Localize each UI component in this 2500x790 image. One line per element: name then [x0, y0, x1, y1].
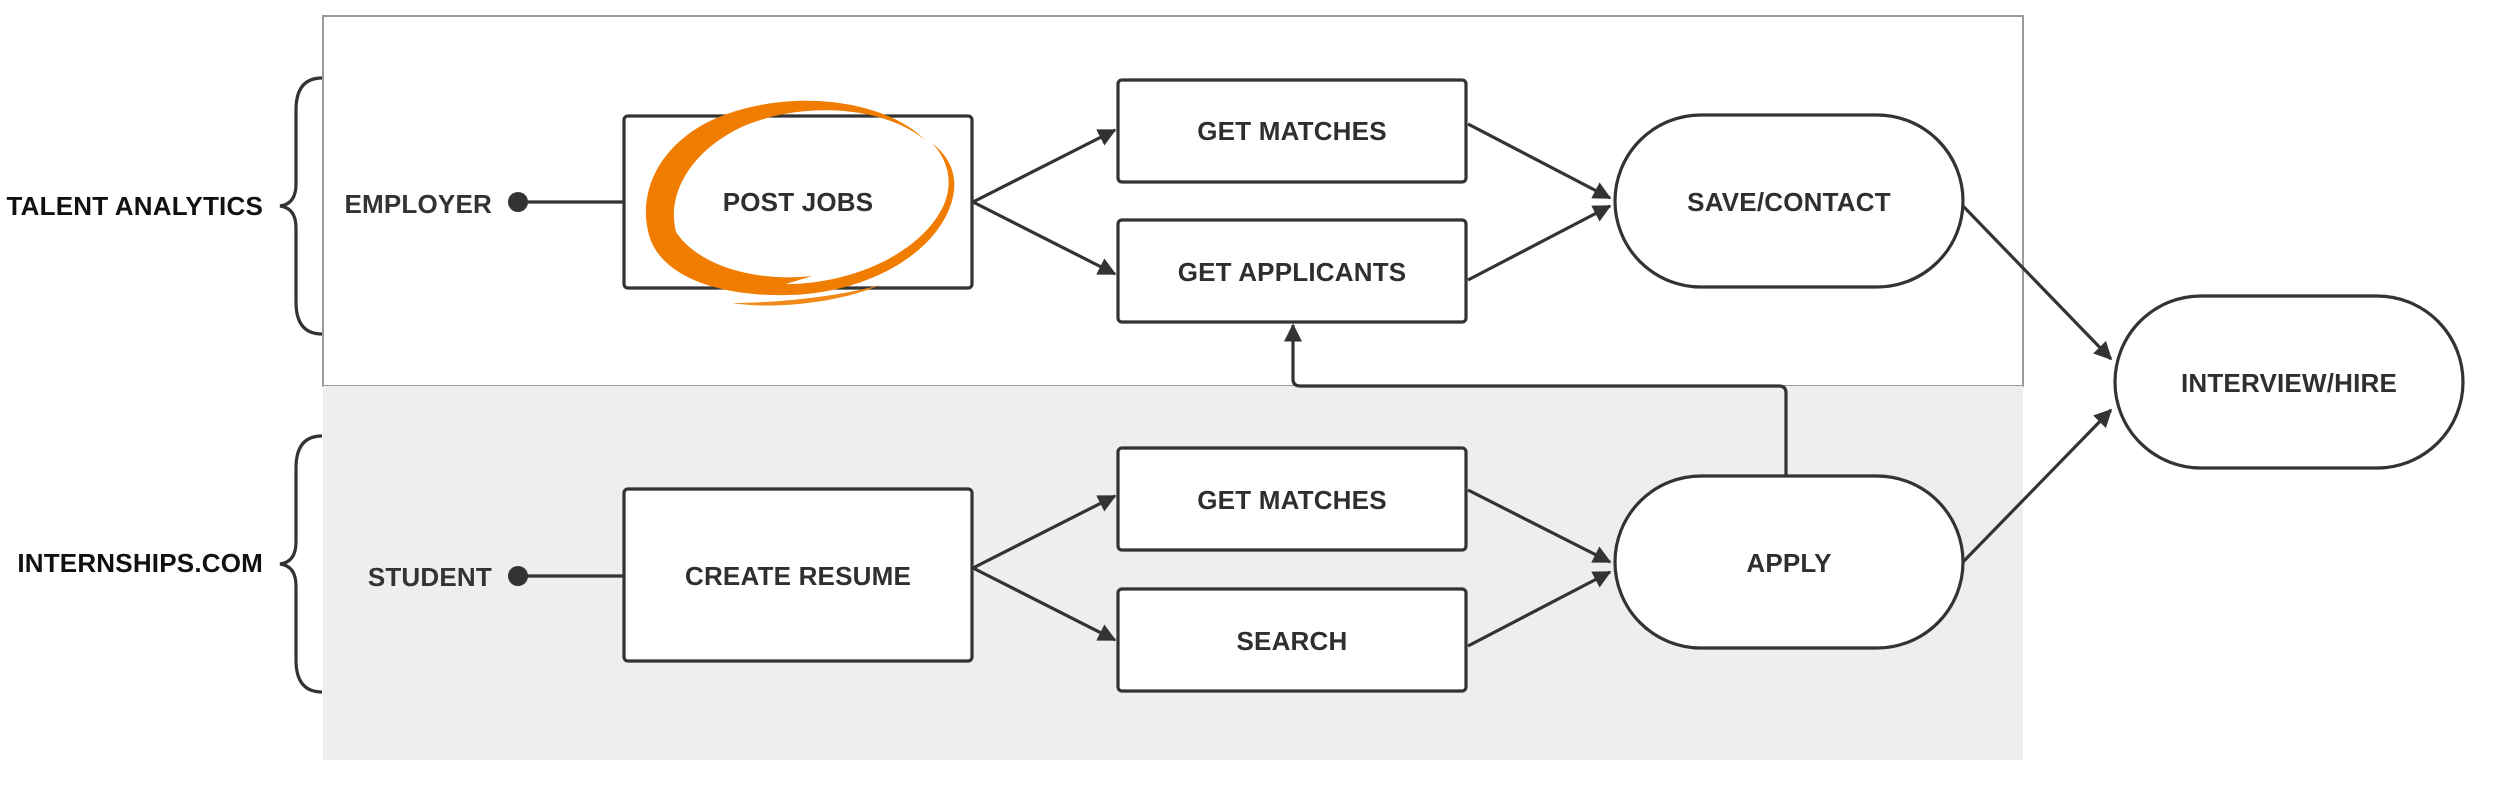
node-apply[interactable]: APPLY	[1613, 474, 1965, 650]
edge-post-jobs-to-get-applicants	[972, 200, 1117, 276]
edge-post-jobs-to-get-matches	[972, 128, 1117, 204]
talent-analytics-brace	[279, 76, 323, 336]
node-label-get-matches-student: GET MATCHES	[1197, 485, 1387, 515]
edge-apply-to-get-applicants	[1284, 323, 1788, 476]
edge-apply-to-interview-hire	[1961, 408, 2113, 564]
node-get-matches-student[interactable]: GET MATCHES	[1116, 446, 1468, 552]
node-label-get-applicants: GET APPLICANTS	[1178, 257, 1407, 287]
node-label-apply: APPLY	[1746, 548, 1831, 578]
node-create-resume[interactable]: CREATE RESUME	[622, 487, 974, 663]
edge-get-matches-to-apply	[1467, 488, 1612, 564]
node-interview-hire[interactable]: INTERVIEW/HIRE	[2113, 294, 2465, 470]
highlight-circle-icon	[645, 100, 955, 306]
node-label-create-resume: CREATE RESUME	[685, 561, 911, 591]
node-label-search: SEARCH	[1237, 626, 1348, 656]
node-search[interactable]: SEARCH	[1116, 587, 1468, 693]
group-label-talent-analytics: TALENT ANALYTICS	[7, 191, 263, 221]
node-label-interview-hire: INTERVIEW/HIRE	[2181, 368, 2397, 398]
actor-label-student: STUDENT	[368, 562, 492, 592]
node-save-contact[interactable]: SAVE/CONTACT	[1613, 113, 1965, 289]
node-get-applicants[interactable]: GET APPLICANTS	[1116, 218, 1468, 324]
student-start-dot	[508, 566, 528, 586]
edge-get-matches-to-save-contact	[1467, 122, 1612, 200]
edge-create-resume-to-get-matches	[972, 494, 1117, 570]
group-label-internships: INTERNSHIPS.COM	[17, 548, 263, 578]
edge-create-resume-to-search	[972, 566, 1117, 642]
edge-get-applicants-to-save-contact	[1467, 204, 1612, 282]
edge-save-contact-to-interview-hire	[1961, 204, 2113, 361]
edge-search-to-apply	[1467, 570, 1612, 648]
actor-label-employer: EMPLOYER	[344, 189, 492, 219]
node-get-matches-employer[interactable]: GET MATCHES	[1116, 78, 1468, 184]
node-label-save-contact: SAVE/CONTACT	[1687, 187, 1891, 217]
node-label-get-matches-employer: GET MATCHES	[1197, 116, 1387, 146]
internships-brace	[279, 434, 323, 694]
node-label-post-jobs: POST JOBS	[723, 187, 874, 217]
employer-start-dot	[508, 192, 528, 212]
